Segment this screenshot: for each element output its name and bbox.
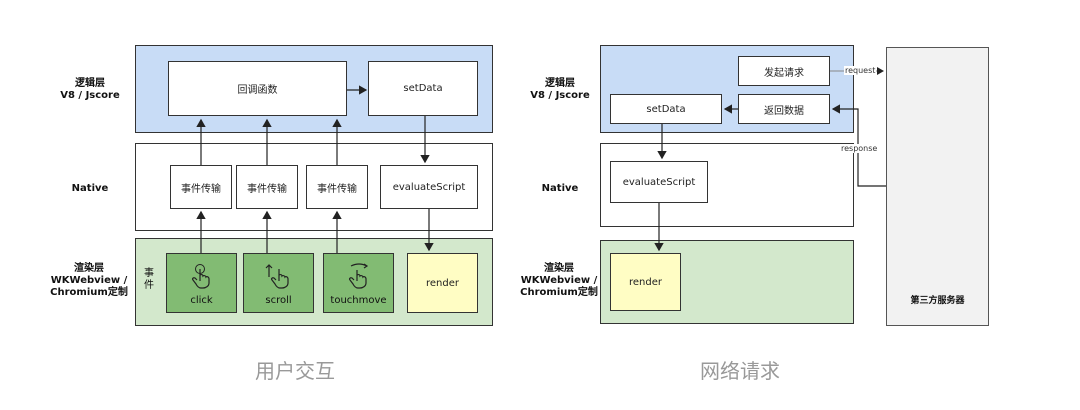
- event-transfer-box-3: 事件传输: [306, 165, 368, 209]
- event-transfer-box-1: 事件传输: [170, 165, 232, 209]
- render-box: render: [407, 253, 478, 313]
- response-label: response: [840, 144, 879, 153]
- third-party-server: 第三方服务器: [886, 47, 989, 326]
- callback-function-box: 回调函数: [168, 61, 347, 116]
- events-label: 事 件: [144, 268, 154, 291]
- right-evaluate-script-box: evaluateScript: [610, 161, 708, 203]
- tap-hand-icon: [191, 264, 210, 289]
- request-label: request: [844, 66, 877, 75]
- event-transfer-box-2: 事件传输: [236, 165, 298, 209]
- right-caption: 网络请求: [700, 359, 780, 383]
- scroll-hand-icon: [265, 264, 289, 289]
- right-logic-layer-label: 逻辑层 V8 / Jscore: [530, 78, 590, 101]
- native-layer-label: Native: [71, 183, 109, 194]
- right-native-layer-label: Native: [541, 183, 579, 194]
- setdata-box: setData: [368, 61, 478, 116]
- right-setdata-box: setData: [610, 94, 722, 124]
- swipe-hand-icon: [348, 263, 368, 289]
- third-party-server-label: 第三方服务器: [910, 296, 965, 306]
- send-request-box: 发起请求: [738, 56, 830, 86]
- scroll-event-label: scroll: [265, 295, 292, 306]
- evaluate-script-box: evaluateScript: [380, 165, 478, 209]
- return-data-box: 返回数据: [738, 94, 830, 124]
- left-caption: 用户交互: [255, 359, 335, 383]
- click-event-label: click: [190, 295, 213, 306]
- render-layer-label: 渲染层 WKWebview / Chromium定制: [50, 263, 128, 298]
- scroll-event-box: scroll: [243, 253, 314, 313]
- touchmove-event-box: touchmove: [323, 253, 394, 313]
- touchmove-event-label: touchmove: [330, 295, 387, 306]
- logic-layer-label: 逻辑层 V8 / Jscore: [60, 78, 120, 101]
- click-event-box: click: [166, 253, 237, 313]
- right-render-layer-label: 渲染层 WKWebview / Chromium定制: [520, 263, 598, 298]
- right-render-box: render: [610, 253, 681, 311]
